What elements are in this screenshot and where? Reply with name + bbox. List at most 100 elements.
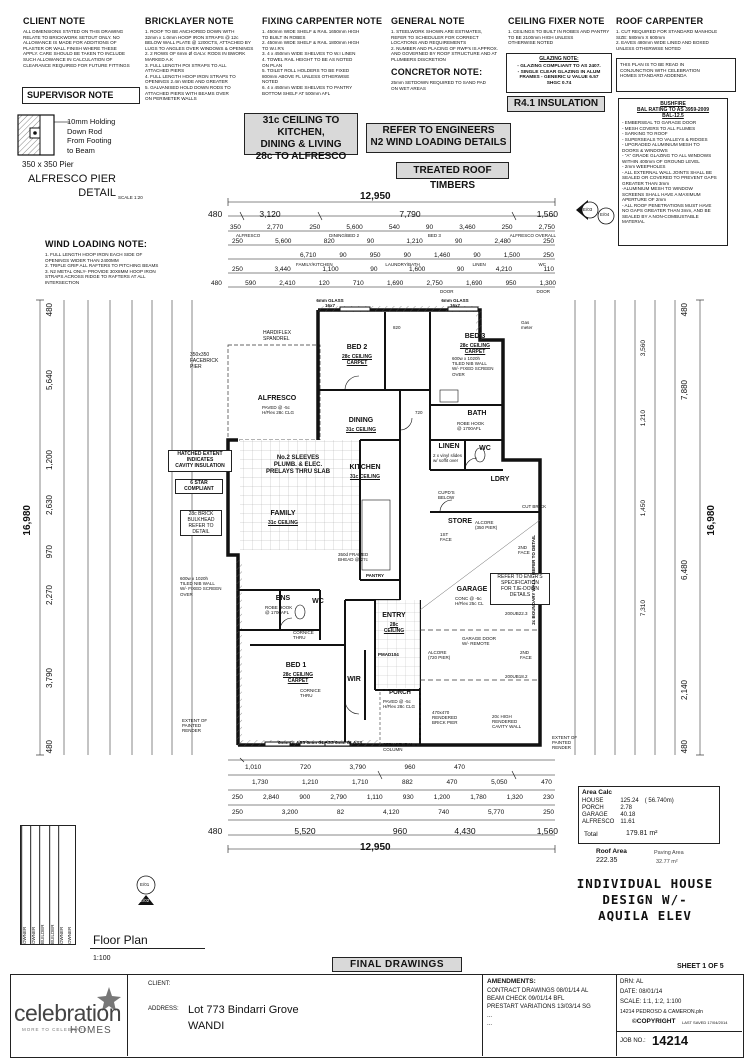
dim-label: 960: [392, 826, 408, 836]
supervisor-note: SUPERVISOR NOTE: [22, 87, 140, 104]
marker-e01: E/01: [140, 882, 150, 887]
amendment-item: PRESTART VARIATIONS 13/03/14 SG: [487, 1004, 591, 1011]
dim-label: 480: [211, 280, 222, 287]
bath-robe-hook: ROBE HOOK @ 1700AFL: [457, 421, 485, 432]
paving-area-label: Paving Area: [654, 850, 684, 856]
dim-label: 1,710: [351, 779, 369, 786]
dim-label: 4,430: [454, 826, 476, 836]
amendment-item: BEAM CHECK 09/01/14 BFL: [487, 996, 565, 1003]
dim-label: 90: [366, 238, 375, 245]
area-extra: [642, 805, 677, 812]
door-dim-720: 720: [415, 410, 423, 415]
area-value: 125.24: [620, 798, 639, 804]
dim-room-label: ALFRESCO OVERALL: [509, 233, 556, 238]
drawing-main-title: INDIVIDUAL HOUSE DESIGN W/- AQUILA ELEV: [576, 876, 714, 923]
pier-size-label: 350 x 350 Pier: [22, 160, 74, 169]
top-row3-dims: 250 5,600 820 90 1,210 90 2,480 250: [232, 238, 554, 245]
wind-loading-title: WIND LOADING NOTE:: [45, 239, 148, 249]
dim-label: 1,210: [640, 410, 647, 427]
store-face2nd: 2ND FACE: [518, 545, 530, 556]
dim-room-label: LAUNDRY/BATH: [385, 262, 420, 267]
dim-label: 1,560: [536, 209, 558, 219]
rendered-pier-note: 470x470 RENDERED BRICK PIER: [432, 710, 458, 726]
structural-column-note: STRUCTURAL COLUMN: [383, 742, 414, 753]
cornice-2: CORNICE THRU: [300, 688, 321, 699]
tb-divider: [616, 1031, 742, 1032]
dim-label: 90: [473, 252, 481, 259]
bushfire-box: BUSHFIRE BAL RATING TO AS 3959-2009 BAL-…: [618, 98, 728, 246]
dim-label: 2,750: [538, 224, 555, 231]
fixing-carpenter-note-body: 1. 450mm WIDE SHELF & RAIL 1650mm HIGH T…: [262, 29, 360, 96]
amendments-title: AMENDMENTS:: [487, 978, 536, 985]
fixing-carpenter-note-title: FIXING CARPENTER NOTE: [262, 16, 383, 26]
address-line2: WANDI: [188, 1020, 225, 1032]
dim-label: 1,690: [386, 280, 404, 287]
address-line1: Lot 773 Bindarri Grove: [188, 1004, 299, 1016]
bushfire-sub: BAL RATING TO AS 3959-2009: [636, 107, 710, 113]
room-store-name: STORE: [448, 518, 472, 525]
wind-loading-body: 1. FULL LENGTH HOOP IRON EACH SIDE OF OP…: [45, 252, 159, 285]
dim-label: 6,480: [680, 560, 689, 581]
pier-detail-desc: 10mm Holding Down Rod From Footing to Be…: [67, 117, 116, 155]
six-star-badge: 6 STAR COMPLIANT: [175, 479, 223, 494]
room-family-name: FAMILY: [270, 510, 296, 517]
last-saved: LAST SAVED 17/04/2014: [682, 1020, 728, 1025]
dim-label: 7,310: [640, 600, 647, 617]
dim-label: 470: [454, 764, 465, 771]
gas-meter-label: Gas meter: [521, 320, 533, 331]
dim-room-label: DINING/BED 2: [329, 233, 360, 238]
dim-label: 540: [388, 224, 400, 231]
dim-label: 2,750: [426, 280, 443, 287]
tb-divider: [616, 974, 617, 1056]
title-block: [10, 974, 744, 1058]
dim-label: 5,600: [275, 238, 292, 245]
celebration-logo-icon: [97, 987, 121, 1011]
dim-label: 820: [323, 238, 335, 245]
room-entry-sub: 28c CEILING: [383, 622, 405, 634]
dim-label: 720: [299, 764, 311, 771]
bricklayer-note-body: 1. ROOF TO BE ANCHORED DOWN WITH 32mm x …: [145, 29, 254, 102]
client-note-body: ALL DIMENSIONS STATED ON THIS DRAWING RE…: [23, 29, 130, 68]
area-name: HOUSE: [582, 798, 604, 804]
copyright: ©COPYRIGHT: [632, 1018, 676, 1025]
dim-label: 90: [370, 266, 378, 273]
dim-room-label: ALFRESCO: [236, 233, 261, 238]
roof-carpenter-body: 1. CUT REQUIRED FOR STANDARD MANHOLE SIZ…: [616, 29, 718, 51]
dim-label: 470: [541, 779, 552, 786]
dim-label: 1,110: [366, 794, 383, 801]
amendment-item: ...: [487, 1020, 493, 1027]
insulation-banner: R4.1 INSULATION: [507, 96, 605, 112]
dim-label: 2,790: [330, 794, 347, 801]
dim-label: 2,630: [45, 495, 54, 516]
signoff-owner: OWNER: [21, 826, 31, 944]
area-total-value: 179.81 m²: [626, 830, 658, 837]
room-bed1-name: BED 1: [285, 662, 307, 669]
boundary-wall-note: 2c BOUNDARY WALL - REFER TO DETAIL: [531, 535, 536, 625]
concretor-note-body: 25mm SETDOWN REQUIRED TO SAND PAD ON WET…: [391, 80, 486, 91]
client-note-title: CLIENT NOTE: [23, 16, 86, 26]
dim-label: 350: [230, 224, 241, 231]
final-drawings-stamp: FINAL DRAWINGS: [332, 957, 462, 972]
bottom-row5-dims: 1,010 720 3,790 960 470: [245, 764, 465, 771]
dim-label: 3,440: [274, 266, 291, 273]
dim-label: 1,200: [45, 450, 54, 471]
room-wc2-name: WC: [312, 598, 324, 605]
dim-room-label: DOOR: [536, 289, 551, 294]
glazing-note-box: GLAZING NOTE: - GLAZING COMPLIANT TO AS …: [506, 53, 612, 93]
dim-label: 1,600: [409, 266, 426, 273]
dim-label: 900: [299, 794, 311, 801]
top-row4-labels: FAMILY/KITCHEN LAUNDRY/BATH LINEN WC: [296, 262, 546, 267]
room-garage-sub: CONC @ -5c H/Flex 25c CL: [455, 596, 484, 607]
dim-label: 110: [543, 266, 554, 273]
general-note-body: 1. STEELWORK SHOWN ARE ESTIMATES, REFER …: [391, 29, 498, 62]
amendment-item: CONTRACT DRAWINGS 08/01/14 AL: [487, 988, 589, 994]
face2nd-b: 2ND FACE: [520, 650, 532, 661]
dim-label: 1,300: [539, 280, 556, 287]
glass-top-right: 6mm GLASS 16x7: [441, 298, 469, 309]
pier-detail-scale: SCALE 1:20: [118, 195, 143, 200]
room-ens-sub: ROBE HOOK @ 1700AFL: [265, 605, 293, 616]
beam-1820-label: 200UB18.2: [505, 674, 528, 679]
room-bed1-sub: 28c CEILING CARPET: [282, 672, 313, 684]
